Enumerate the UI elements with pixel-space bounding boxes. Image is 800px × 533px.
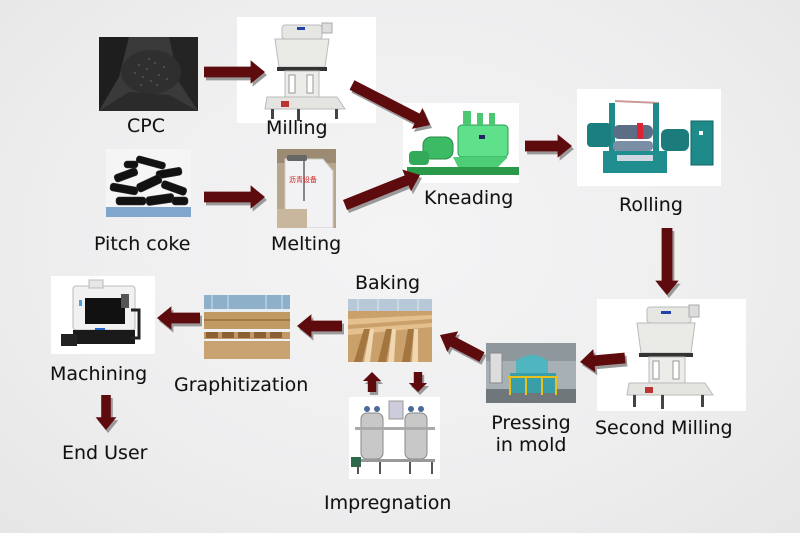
arrow-icon (342, 169, 421, 211)
arrow-pressing-to-baking (440, 331, 487, 365)
label-kneading: Kneading (424, 187, 514, 209)
arrow-icon (579, 349, 626, 373)
graphitization-photo (204, 295, 290, 359)
kneading-photo (403, 103, 519, 183)
label-pressing: Pressing in mold (486, 412, 576, 457)
label-pitch-coke: Pitch coke (94, 233, 191, 255)
arrow-machining-to-end-user (95, 395, 119, 433)
label-machining: Machining (50, 363, 148, 385)
arrow-pitch-coke-to-melting (204, 185, 267, 212)
arrow-baking-to-graphitization (297, 314, 344, 341)
label-graphitization: Graphitization (174, 374, 309, 396)
arrow-icon (655, 228, 679, 295)
label-impregnation: Impregnation (324, 492, 452, 514)
arrow-rolling-to-second-milling (655, 228, 681, 298)
rolling-photo (577, 89, 721, 186)
arrow-icon (440, 331, 485, 362)
label-end-user: End User (62, 442, 148, 464)
arrow-icon (408, 372, 428, 392)
baking-photo (348, 299, 432, 362)
melting-tank-sign: 沥青设备 (289, 175, 317, 184)
pressing-photo (486, 343, 576, 403)
arrow-kneading-to-rolling (525, 134, 574, 161)
arrow-icon (204, 60, 265, 84)
arrow-icon (204, 185, 265, 209)
arrow-second-milling-to-pressing (579, 349, 628, 376)
label-cpc: CPC (127, 115, 165, 137)
label-baking: Baking (355, 272, 421, 294)
arrow-milling-to-kneading (349, 80, 432, 132)
arrow-melting-to-kneading (342, 169, 423, 214)
label-melting: Melting (271, 233, 342, 255)
label-pressing-line2: in mold (495, 433, 567, 456)
arrow-impregnation-to-baking (362, 372, 384, 395)
machining-photo (51, 276, 155, 354)
label-rolling: Rolling (619, 194, 683, 216)
melting-photo: 沥青设备 (277, 149, 336, 228)
label-second-milling: Second Milling (595, 417, 733, 439)
arrow-icon (95, 395, 117, 430)
cpc-photo (99, 37, 198, 111)
arrow-cpc-to-milling (204, 60, 267, 87)
arrow-icon (525, 134, 572, 158)
arrow-icon (349, 80, 430, 129)
arrow-icon (362, 372, 382, 392)
label-pressing-line1: Pressing (491, 412, 571, 434)
label-milling: Milling (266, 117, 328, 139)
arrow-icon (157, 306, 200, 330)
arrow-icon (297, 314, 342, 338)
arrow-graphitization-to-machining (157, 306, 202, 333)
pitch-coke-photo (106, 149, 191, 217)
impregnation-photo (349, 397, 440, 479)
arrow-baking-to-impregnation (408, 372, 430, 395)
